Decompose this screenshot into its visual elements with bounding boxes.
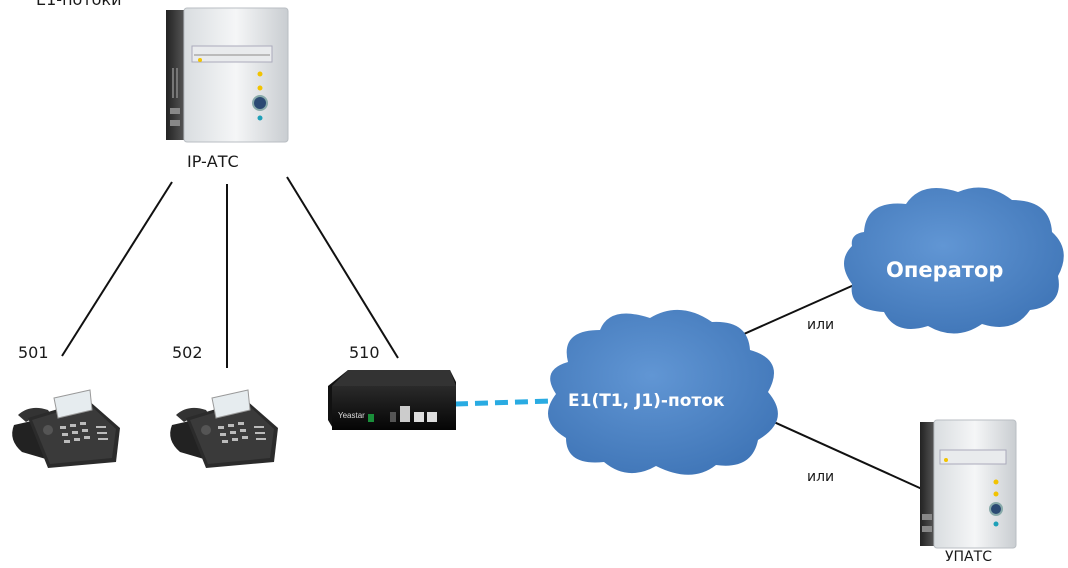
dashed-link-gateway-e1	[454, 398, 551, 407]
e1-gateway-device-icon: Yeastar	[328, 370, 456, 430]
e1-stream-label: E1(T1, J1)-поток	[568, 391, 725, 411]
extension-501-label: 501	[18, 343, 49, 362]
extension-510-label: 510	[349, 343, 380, 362]
upbx-label: УПАТС	[945, 549, 992, 565]
link-pbx-501	[61, 181, 173, 357]
svg-text:Yeastar: Yeastar	[338, 411, 365, 420]
operator-label: Оператор	[886, 258, 1004, 282]
link-pbx-510	[286, 176, 399, 359]
extension-502-label: 502	[172, 343, 203, 362]
top-partial-text: E1-потоки	[36, 0, 121, 9]
operator-cloud-icon	[844, 187, 1064, 334]
ip-pbx-label: IP-АТС	[187, 152, 239, 171]
ip-pbx-server-icon	[166, 7, 289, 143]
ip-phone-501-icon	[11, 389, 121, 469]
ip-phone-502-icon	[169, 389, 279, 469]
link-e1-upbx	[753, 412, 923, 490]
upbx-server-icon	[920, 419, 1017, 549]
e1-stream-cloud-icon	[548, 309, 778, 475]
or-label-upper: или	[807, 317, 835, 333]
or-label-lower: или	[807, 469, 835, 485]
